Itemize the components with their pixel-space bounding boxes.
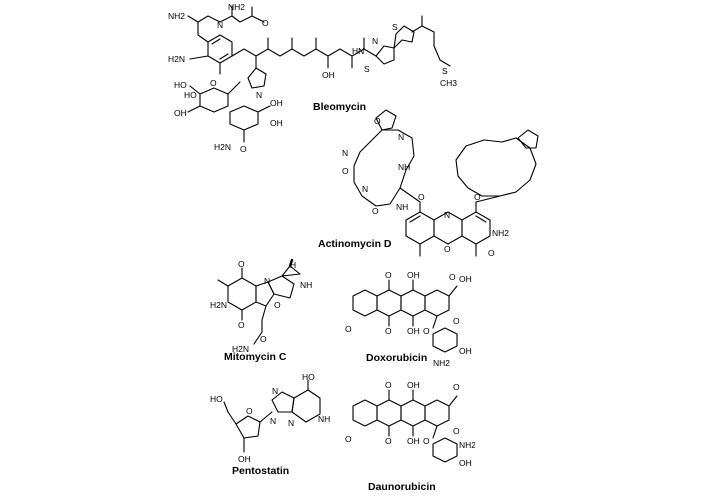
atom-label: NH xyxy=(318,414,330,424)
atom-label: O xyxy=(210,78,217,88)
atom-label: O xyxy=(444,244,451,254)
atom-label: NH2 xyxy=(492,228,509,238)
atom-label: OH xyxy=(270,118,283,128)
atom-label: OH xyxy=(459,274,472,284)
bleomycin-structure: NH2 H2N O N NH2 S N S S CH3 OH HN N xyxy=(168,2,457,154)
atom-label: O xyxy=(449,272,456,282)
atom-label: CH3 xyxy=(440,78,457,88)
atom-label: S xyxy=(392,22,398,32)
atom-label: HO xyxy=(174,80,187,90)
atom-label: H2N xyxy=(214,142,231,152)
atom-label: O xyxy=(238,320,245,330)
atom-label: N xyxy=(264,276,270,286)
atom-label: H2N xyxy=(168,54,185,64)
atom-label: N xyxy=(398,132,404,142)
atom-label: O xyxy=(474,192,481,202)
mitomycin-c-structure: H NH N O H2N O O O H2N xyxy=(210,258,312,354)
atom-label: O xyxy=(345,434,352,444)
atom-label: O xyxy=(423,326,430,336)
daunorubicin-structure: O OH O OH O O O NH2 O OH xyxy=(345,380,475,468)
atom-label: O xyxy=(385,436,392,446)
atom-label: N xyxy=(372,36,378,46)
atom-label: H xyxy=(290,260,296,270)
atom-label: OH xyxy=(459,346,472,356)
atom-label: OH xyxy=(270,98,283,108)
atom-label: N xyxy=(342,148,348,158)
atom-label: NH2 xyxy=(228,2,245,12)
atom-label: OH xyxy=(407,436,420,446)
atom-label: O xyxy=(385,380,392,390)
atom-label: OH xyxy=(407,380,420,390)
atom-label: S xyxy=(442,66,448,76)
atom-label: O xyxy=(246,406,253,416)
atom-label: O xyxy=(262,18,269,28)
atom-label: O xyxy=(453,316,460,326)
molecule-label-actinomycin-d: Actinomycin D xyxy=(318,238,392,250)
atom-label: HO xyxy=(184,90,197,100)
atom-label: N xyxy=(270,416,276,426)
atom-label: OH xyxy=(407,270,420,280)
atom-label: H2N xyxy=(210,300,227,310)
atom-label: HN xyxy=(352,46,364,56)
atom-label: OH xyxy=(459,458,472,468)
atom-label: O xyxy=(385,270,392,280)
atom-label: O xyxy=(453,382,460,392)
doxorubicin-structure: O OH O OH O OH O O O OH NH2 xyxy=(345,270,472,368)
pentostatin-structure: HO N NH N N HO O OH xyxy=(210,372,330,464)
atom-label: O xyxy=(453,426,460,436)
molecule-label-pentostatin: Pentostatin xyxy=(232,465,290,477)
atom-label: O xyxy=(240,144,247,154)
atom-label: NH xyxy=(396,202,408,212)
atom-label: OH xyxy=(407,326,420,336)
actinomycin-d-structure: O N N O NH N O NH O O NH2 N O O xyxy=(342,109,539,258)
atom-label: O xyxy=(274,300,281,310)
molecule-label-daunorubicin: Daunorubicin xyxy=(368,481,436,493)
atom-label: N xyxy=(217,20,223,30)
atom-label: NH xyxy=(300,280,312,290)
atom-label: NH2 xyxy=(168,11,185,21)
atom-label: S xyxy=(364,64,370,74)
atom-label: O xyxy=(372,206,379,216)
atom-label: O xyxy=(385,326,392,336)
atom-label: NH2 xyxy=(459,440,475,450)
atom-label: O xyxy=(418,192,425,202)
atom-label: H2N xyxy=(232,344,249,354)
atom-label: OH xyxy=(322,70,335,80)
atom-label: N xyxy=(288,418,294,428)
molecule-label-mitomycin-c: Mitomycin C xyxy=(224,351,287,363)
atom-label: O xyxy=(342,166,349,176)
atom-label: NH xyxy=(398,162,410,172)
atom-label: O xyxy=(488,248,495,258)
atom-label: N xyxy=(444,210,450,220)
atom-label: N xyxy=(256,90,262,100)
atom-label: O xyxy=(423,436,430,446)
atom-label: NH2 xyxy=(433,358,450,368)
atom-label: N xyxy=(362,184,368,194)
atom-label: O xyxy=(260,334,267,344)
atom-label: HO xyxy=(302,372,315,382)
molecule-label-bleomycin: Bleomycin xyxy=(313,101,367,113)
molecule-label-doxorubicin: Doxorubicin xyxy=(366,352,428,364)
atom-label: O xyxy=(345,324,352,334)
atom-label: OH xyxy=(174,108,187,118)
atom-label: O xyxy=(238,259,245,269)
atom-label: O xyxy=(374,116,381,126)
atom-label: OH xyxy=(238,454,251,464)
atom-label: N xyxy=(272,386,278,396)
atom-label: HO xyxy=(210,394,223,404)
